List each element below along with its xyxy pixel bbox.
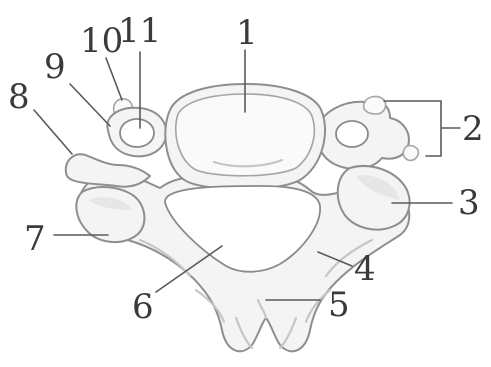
label-7: 7: [24, 219, 46, 259]
label-4: 4: [354, 249, 376, 289]
label-6: 6: [132, 287, 154, 327]
label-10: 10: [80, 21, 123, 61]
label-9: 9: [44, 47, 66, 87]
right-posterior-tubercle: [403, 146, 418, 161]
right-transverse-foramen: [336, 121, 368, 147]
vertebra-illustration: [66, 84, 419, 351]
left-transverse-foramen: [120, 119, 154, 147]
leader-line-10: [106, 58, 122, 100]
leader-line-8: [34, 110, 72, 154]
left-transverse-process: [66, 154, 150, 186]
label-5: 5: [328, 285, 350, 325]
label-8: 8: [8, 77, 30, 117]
label-2: 2: [462, 109, 484, 149]
left-articular-process: [76, 187, 144, 242]
leader-line-9: [70, 84, 110, 126]
label-3: 3: [458, 183, 480, 223]
right-anterior-tubercle: [364, 97, 386, 114]
label-11: 11: [118, 11, 161, 51]
label-1: 1: [236, 13, 258, 53]
